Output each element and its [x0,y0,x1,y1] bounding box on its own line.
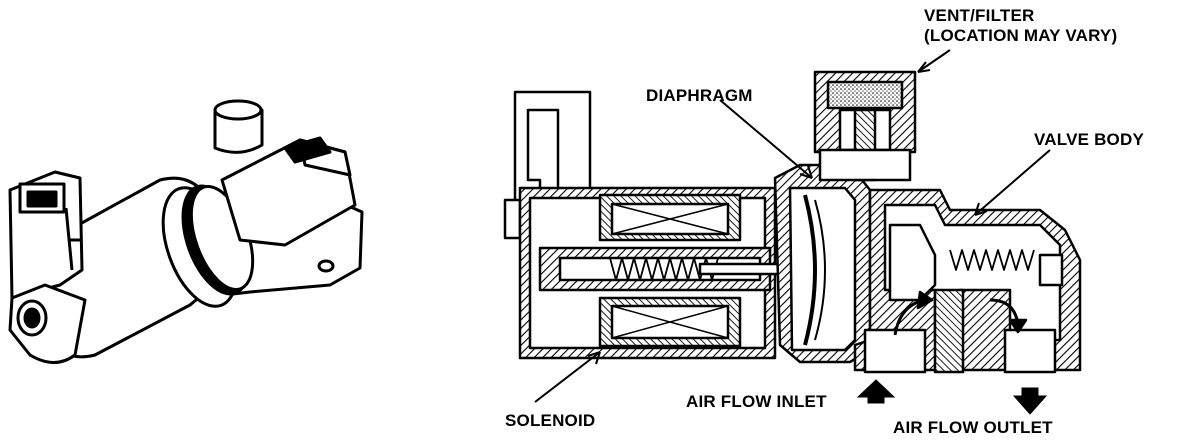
air-flow-outlet-arrow [1012,387,1048,415]
solenoid-label: SOLENOID [505,411,596,430]
valve-poppet [888,223,937,302]
air-flow-inlet-arrow [856,379,896,404]
air-flow-inlet-label: AIR FLOW INLET [686,392,827,411]
vent-filter-leader [917,49,951,73]
valve-body-leader [974,149,1051,216]
diaphragm-leader [719,99,813,179]
leader-lines [534,49,1051,403]
flange-bolt-hole [317,259,335,273]
vent-filter-label-line1: VENT/FILTER [924,6,1035,25]
inlet-passage [863,328,927,374]
valve-cross-section [503,70,1082,374]
air-flow-arrows [856,379,1048,415]
valve-spring [949,249,1035,271]
diaphragm [803,194,817,346]
valve-exterior-illustration [8,99,364,364]
solenoid-spring [609,257,719,281]
air-flow-outlet-label: AIR FLOW OUTLET [893,418,1053,437]
solenoid-leader [534,351,601,403]
valve-body-label: VALVE BODY [1034,130,1144,149]
vent-filter-label-line2: (LOCATION MAY VARY) [924,26,1118,45]
outlet-passage [1003,328,1057,374]
diaphragm-label: DIAPHRAGM [646,86,753,105]
